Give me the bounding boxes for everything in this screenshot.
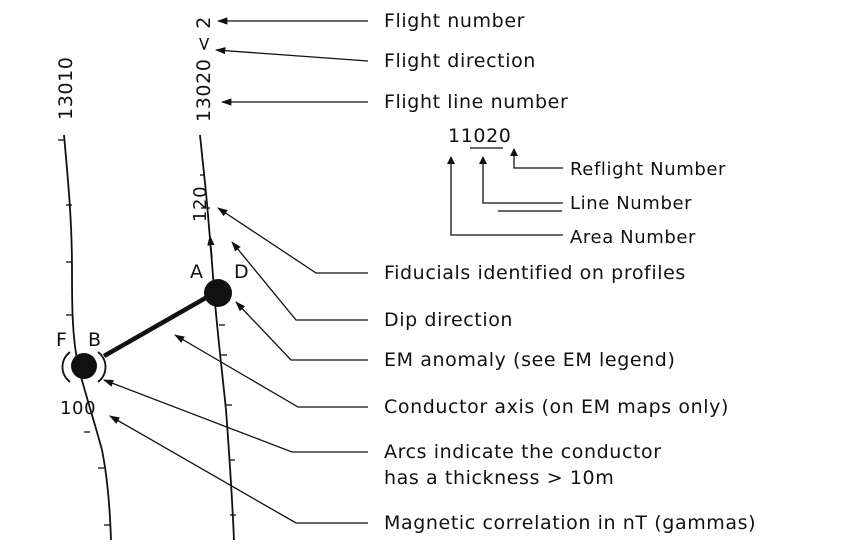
legend-magnetic: Magnetic correlation in nT (gammas) — [384, 512, 756, 534]
right-line-label: 13020 < 2 — [193, 16, 215, 122]
leader-fiducials — [217, 207, 368, 274]
legend-dip-direction: Dip direction — [384, 309, 513, 331]
em-anomaly-dot-ad — [204, 279, 232, 307]
leader-magnetic — [109, 415, 368, 524]
legend-arcs-line2: has a thickness > 10m — [384, 467, 614, 489]
line-code: 11020 — [448, 125, 511, 147]
label-b: B — [88, 329, 102, 351]
legend-reflight-number: Reflight Number — [570, 159, 726, 180]
conductor-axis — [102, 290, 218, 358]
legend-line-number: Line Number — [570, 193, 692, 214]
thickness-arc-right — [97, 351, 107, 383]
bracket-area-number — [450, 160, 563, 236]
leader-flight-direction — [214, 47, 369, 62]
left-line-label: 13010 — [55, 57, 77, 120]
flight-direction-arrow — [207, 234, 215, 259]
legend-flight-line-number: Flight line number — [384, 91, 568, 113]
label-d: D — [234, 261, 249, 283]
leader-conductor-axis — [174, 334, 368, 408]
legend-flight-number: Flight number — [384, 10, 525, 32]
legend-em-anomaly: EM anomaly (see EM legend) — [384, 349, 675, 371]
legend-fiducials: Fiducials identified on profiles — [384, 262, 686, 284]
legend-conductor-axis: Conductor axis (on EM maps only) — [384, 396, 729, 418]
legend-area-number: Area Number — [570, 227, 696, 248]
bracket-reflight — [513, 152, 563, 169]
thickness-arc-left — [61, 351, 71, 383]
label-f: F — [56, 329, 68, 351]
leader-arcs — [103, 379, 368, 453]
legend-flight-direction: Flight direction — [384, 50, 536, 72]
bracket-line-number — [482, 160, 563, 204]
label-a: A — [190, 261, 204, 283]
em-anomaly-dot-fb — [71, 353, 97, 379]
fiducial-100: 100 — [60, 398, 96, 419]
leader-dip-direction — [231, 241, 368, 321]
legend-arcs-line1: Arcs indicate the conductor — [384, 441, 662, 463]
fiducial-120: 120 — [190, 186, 211, 222]
leader-em-anomaly — [235, 301, 368, 361]
